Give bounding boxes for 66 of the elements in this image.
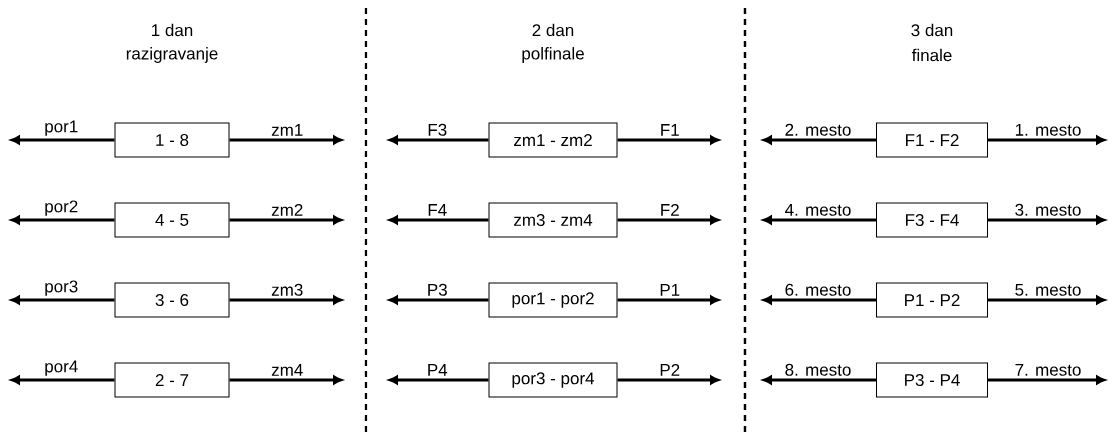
edge-label: por2 (45, 200, 78, 216)
edge-label: 6. mesto (785, 283, 851, 296)
arrow (10, 135, 115, 145)
column-heading: finale (911, 48, 952, 62)
edge-label: F3 (428, 123, 447, 136)
edge-label: 7. mesto (1015, 363, 1081, 376)
arrow (229, 135, 343, 145)
edge-label: 4. mesto (785, 203, 851, 216)
arrow (229, 215, 343, 225)
arrow (617, 295, 720, 305)
column-heading: 2 dan (532, 23, 574, 37)
edge-label: por1 (45, 120, 78, 136)
arrow (10, 375, 115, 385)
match-box: 4 - 5 (114, 202, 230, 238)
arrow (988, 135, 1106, 145)
edge-label: 5. mesto (1015, 283, 1081, 296)
arrow (388, 375, 489, 385)
edge-label: 3. mesto (1015, 203, 1081, 216)
edge-label: por3 (45, 280, 78, 296)
edge-label: por4 (45, 360, 78, 376)
arrow (388, 135, 489, 145)
arrow (229, 295, 343, 305)
column-heading: 3 dan (911, 23, 953, 37)
arrow (617, 215, 720, 225)
arrow (229, 375, 343, 385)
arrow (388, 215, 489, 225)
arrow (988, 375, 1106, 385)
edge-label: 8. mesto (785, 363, 851, 376)
edge-label: zm3 (271, 283, 303, 296)
match-box: 1 - 8 (114, 122, 230, 158)
match-box: 2 - 7 (114, 362, 230, 398)
match-box: P3 - P4 (876, 362, 988, 398)
arrow (388, 295, 489, 305)
edge-label: P4 (428, 364, 448, 376)
arrow (762, 215, 876, 225)
arrow (988, 215, 1106, 225)
match-box: zm3 - zm4 (488, 202, 618, 238)
match-box: 3 - 6 (114, 282, 230, 318)
column-heading: 1 dan (152, 23, 193, 37)
edge-label: 1. mesto (1015, 123, 1081, 136)
arrow (10, 215, 115, 225)
match-box: zm1 - zm2 (488, 122, 618, 158)
edge-label: F2 (661, 203, 679, 216)
arrow (10, 295, 115, 305)
edge-label: zm1 (271, 124, 303, 136)
match-box: F1 - F2 (876, 122, 988, 158)
arrow (762, 135, 876, 145)
arrow (617, 135, 720, 145)
edge-label: F4 (428, 204, 447, 216)
column-heading: razigravanje (126, 47, 218, 63)
arrow (617, 375, 720, 385)
edge-label: zm4 (271, 364, 303, 376)
arrow (762, 375, 876, 385)
match-box: P1 - P2 (876, 282, 988, 318)
column-heading: polfinale (522, 47, 584, 63)
edge-label: P1 (660, 284, 680, 296)
match-box: por1 - por2 (488, 282, 618, 318)
edge-label: P2 (660, 363, 680, 376)
edge-label: P3 (428, 283, 447, 296)
edge-label: 2. mesto (785, 123, 851, 136)
edge-label: zm2 (271, 203, 303, 216)
arrow (988, 295, 1106, 305)
arrow (762, 295, 876, 305)
match-box: por3 - por4 (488, 362, 618, 398)
match-box: F3 - F4 (876, 202, 988, 238)
edge-label: F1 (661, 124, 679, 136)
